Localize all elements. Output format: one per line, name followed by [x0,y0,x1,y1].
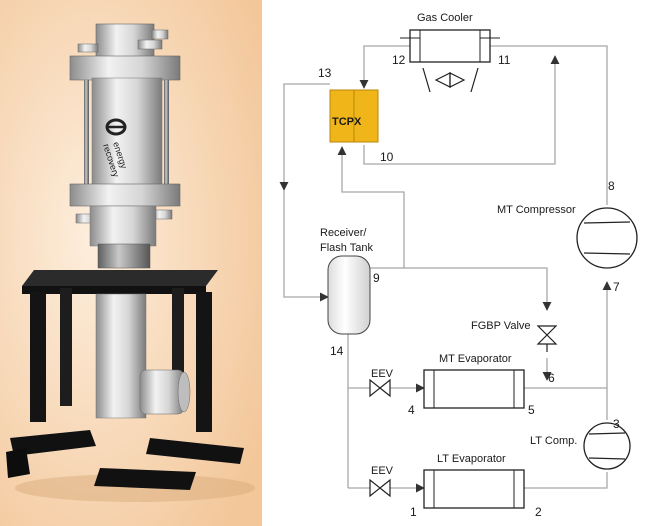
lt-evaporator: LT Evaporator [423,453,525,509]
lt-evaporator-label: LT Evaporator [437,453,506,465]
state-point-12: 12 [392,53,406,67]
receiver-flash-tank: Receiver/ Flash Tank [320,227,373,335]
receiver-label-line2: Flash Tank [320,242,373,254]
state-point-8: 8 [608,179,615,193]
state-point-7: 7 [613,280,620,294]
gas-cooler-label: Gas Cooler [417,12,473,24]
state-point-10: 10 [380,150,394,164]
mt-compressor: MT Compressor [497,204,638,269]
tcpx-unit: TCPX [329,89,379,143]
state-point-1: 1 [410,505,417,519]
mt-eev-label: EEV [371,368,394,380]
fan-icon [422,67,479,93]
state-point-6: 6 [548,371,555,385]
state-point-13: 13 [318,66,332,80]
refrigeration-cycle-diagram: Gas Cooler TCPX MT Compressor Receiver/ … [262,0,648,526]
mt-evaporator-label: MT Evaporator [439,353,512,365]
tcpx-label: TCPX [332,116,362,128]
lt-compressor: LT Comp. [530,422,631,470]
state-point-9: 9 [373,271,380,285]
pipe-network [279,45,612,493]
lt-compressor-label: LT Comp. [530,435,577,447]
state-point-3: 3 [613,417,620,431]
receiver-label-line1: Receiver/ [320,227,367,239]
fgbp-valve: FGBP Valve [471,320,558,352]
state-point-2: 2 [535,505,542,519]
state-point-5: 5 [528,403,535,417]
energy-recovery-logo: energy recovery [101,118,129,179]
mt-evaporator: MT Evaporator [423,353,525,409]
state-point-4: 4 [408,403,415,417]
lt-eev-label: EEV [371,465,394,477]
fgbp-valve-label: FGBP Valve [471,320,531,332]
mt-eev-valve: EEV [369,368,394,398]
state-point-11: 11 [498,53,511,67]
pressure-exchanger-photo: energy recovery [0,0,262,526]
lt-eev-valve: EEV [369,465,394,498]
state-point-14: 14 [330,344,344,358]
mt-compressor-label: MT Compressor [497,204,576,216]
gas-cooler: Gas Cooler [400,12,500,63]
state-point-labels: 1 2 3 4 5 6 7 8 9 10 11 12 13 14 [318,53,620,519]
